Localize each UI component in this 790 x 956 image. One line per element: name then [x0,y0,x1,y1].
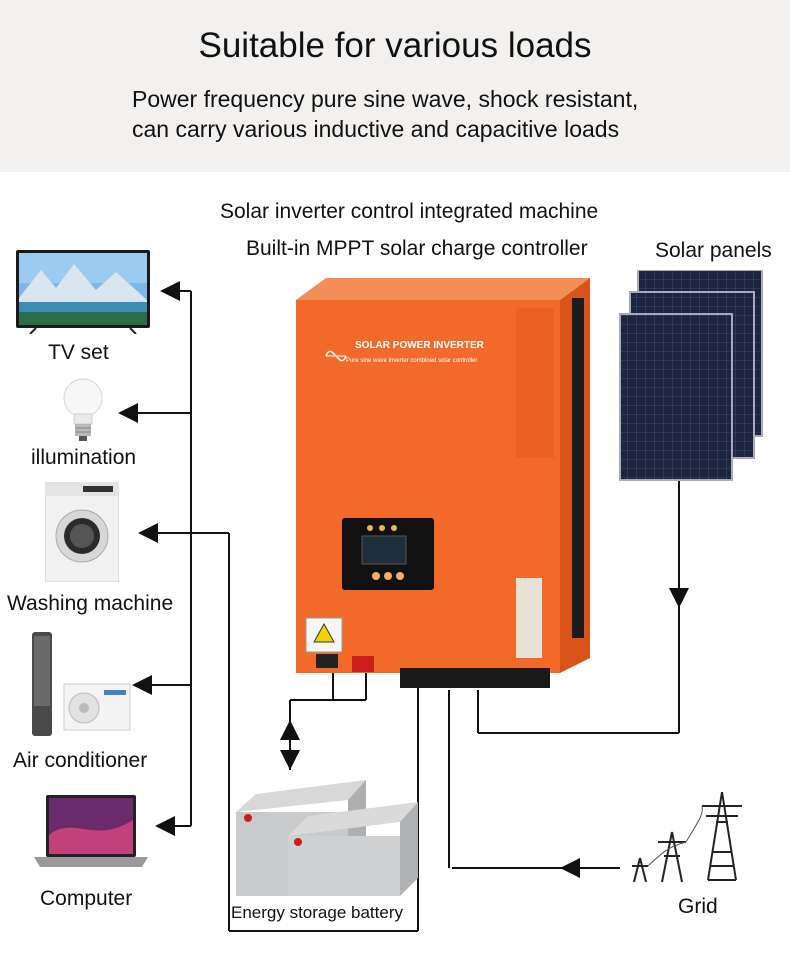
inverter-tagline-text: Pure sine wave inverter combined solar c… [346,358,478,364]
solar-panels-icon [619,270,763,481]
solar-panels-label: Solar panels [655,239,772,262]
battery-label: Energy storage battery [231,903,403,922]
load-label-air-conditioner: Air conditioner [13,749,148,772]
load-label-washing-machine: Washing machine [7,592,174,615]
load-label-illumination: illumination [31,446,137,469]
solar-inverter-unit [296,278,590,688]
grid-label: Grid [678,895,718,918]
inverter-brand-text: SOLAR POWER INVERTER [355,340,484,351]
battery-bank-icon [236,780,418,896]
page-subtitle: Power frequency pure sine wave, shock re… [132,84,638,144]
load-label-tv: TV set [48,341,109,364]
page-title: Suitable for various loads [198,26,592,65]
laptop-icon [34,795,148,867]
machine-label: Solar inverter control integrated machin… [220,200,599,223]
subtitle-line-1: Power frequency pure sine wave, shock re… [132,86,639,112]
washing-machine-icon [45,482,119,582]
light-bulb-icon [63,378,103,441]
load-label-computer: Computer [40,887,133,910]
subtitle-line-2: can carry various inductive and capaciti… [132,116,620,142]
controller-label: Built-in MPPT solar charge controller [246,237,588,260]
air-conditioner-icon [32,632,131,736]
power-grid-icon [632,792,742,883]
header-band: Suitable for various loads Power frequen… [0,0,790,172]
tv-icon [16,250,150,334]
